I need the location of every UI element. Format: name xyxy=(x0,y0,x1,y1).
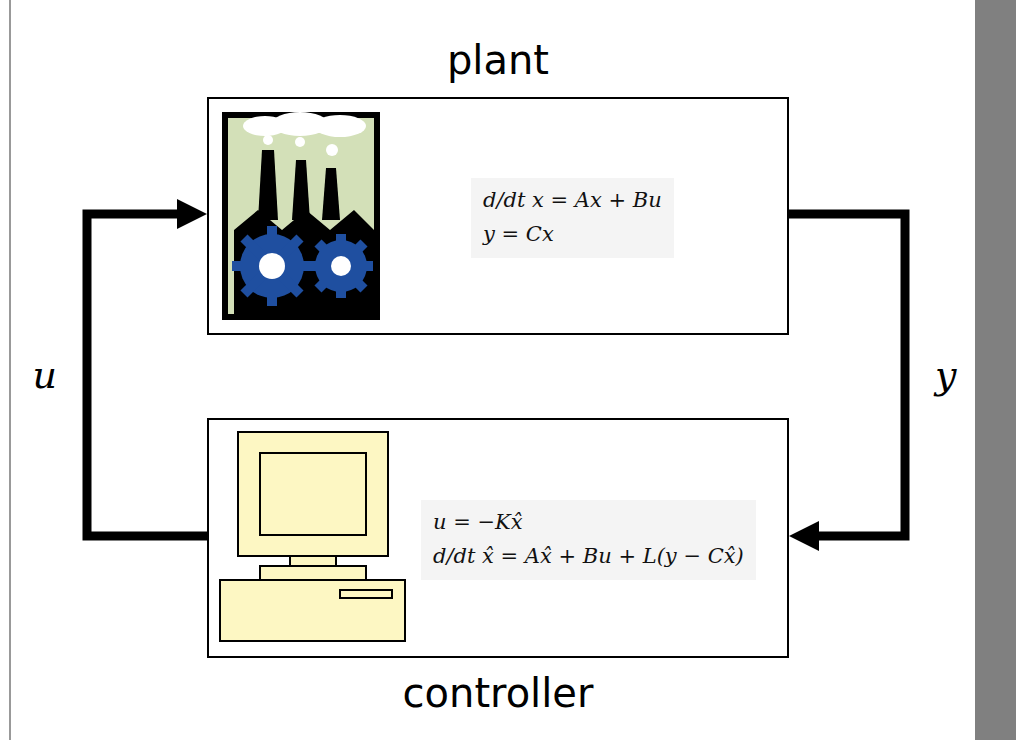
signal-label: y xyxy=(933,353,958,397)
signal-arrow xyxy=(789,214,905,551)
equation: d/dt x = Ax + Bu xyxy=(483,184,662,218)
signal-arrow xyxy=(87,199,207,536)
controller-box: controlleru = −Kx̂d/dt x̂ = Ax̂ + Bu + L… xyxy=(207,418,789,658)
signal-label: u xyxy=(31,353,59,397)
equation: u = −Kx̂ xyxy=(433,506,744,540)
page-border xyxy=(9,0,11,740)
equation: y = Cx xyxy=(483,218,662,252)
equation-panel: d/dt x = Ax + Buy = Cx xyxy=(471,178,674,257)
block-title: plant xyxy=(209,37,787,83)
equation-panel: u = −Kx̂d/dt x̂ = Ax̂ + Bu + L(y − Cx̂) xyxy=(421,500,756,579)
side-bar xyxy=(975,0,1016,740)
plant-box: plantd/dt x = Ax + Buy = Cx xyxy=(207,97,789,335)
block-title: controller xyxy=(209,670,787,716)
equation: d/dt x̂ = Ax̂ + Bu + L(y − Cx̂) xyxy=(433,540,744,574)
